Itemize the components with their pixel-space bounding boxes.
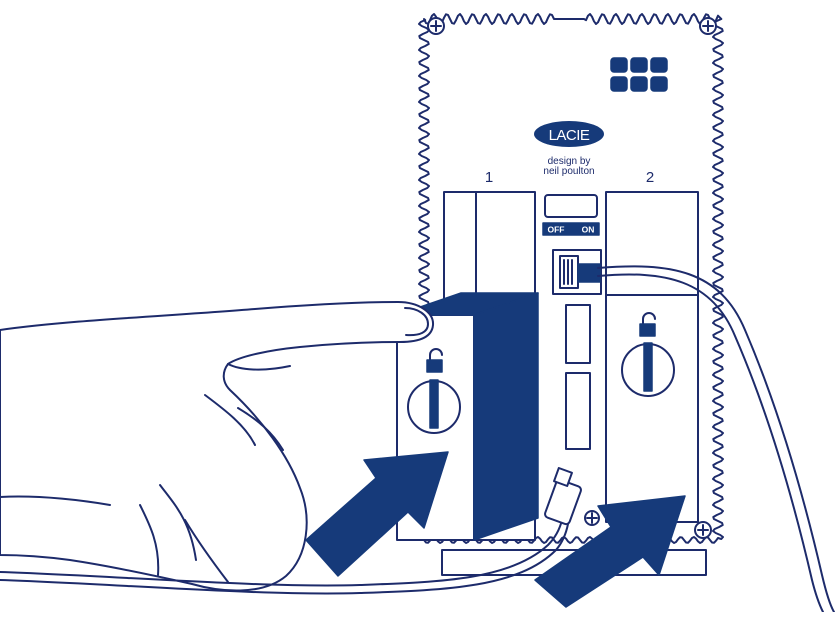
switch-off-label: OFF bbox=[548, 225, 565, 235]
bay-1-label: 1 bbox=[485, 169, 493, 186]
drive-2-lock[interactable] bbox=[621, 342, 675, 397]
enclosure-heatsink-outline bbox=[418, 13, 724, 544]
unlock-icon bbox=[426, 348, 443, 373]
esata-port[interactable] bbox=[565, 372, 591, 450]
tagline-line2: neil poulton bbox=[543, 166, 594, 177]
ethernet-port[interactable] bbox=[552, 249, 602, 295]
power-connector bbox=[544, 467, 582, 526]
ethernet-cable-inner bbox=[597, 273, 824, 613]
power-switch[interactable]: OFF ON bbox=[542, 194, 600, 236]
ethernet-cable bbox=[597, 265, 835, 613]
unlock-icon bbox=[639, 312, 656, 337]
push-arrow-icon bbox=[534, 495, 686, 608]
push-arrow-icon bbox=[305, 451, 449, 577]
hand-finger-lines bbox=[0, 363, 291, 583]
screw-icon bbox=[699, 17, 717, 35]
logo-badge bbox=[534, 121, 604, 147]
screw-icon bbox=[694, 521, 712, 539]
drive-1-lock[interactable] bbox=[407, 379, 461, 434]
screw-icon bbox=[427, 17, 445, 35]
power-cable bbox=[0, 519, 563, 587]
switch-on-label: ON bbox=[582, 225, 595, 235]
lacie-logo: LACIE bbox=[534, 121, 604, 147]
grid-icon bbox=[610, 57, 668, 92]
usb-port[interactable] bbox=[565, 304, 591, 364]
tagline-line1: design by bbox=[548, 156, 591, 167]
logo-text: LACIE bbox=[549, 127, 590, 144]
bay-2-label: 2 bbox=[646, 169, 654, 186]
screw-icon bbox=[584, 510, 600, 526]
power-cable-inner bbox=[0, 523, 569, 595]
fingernail bbox=[404, 307, 429, 337]
